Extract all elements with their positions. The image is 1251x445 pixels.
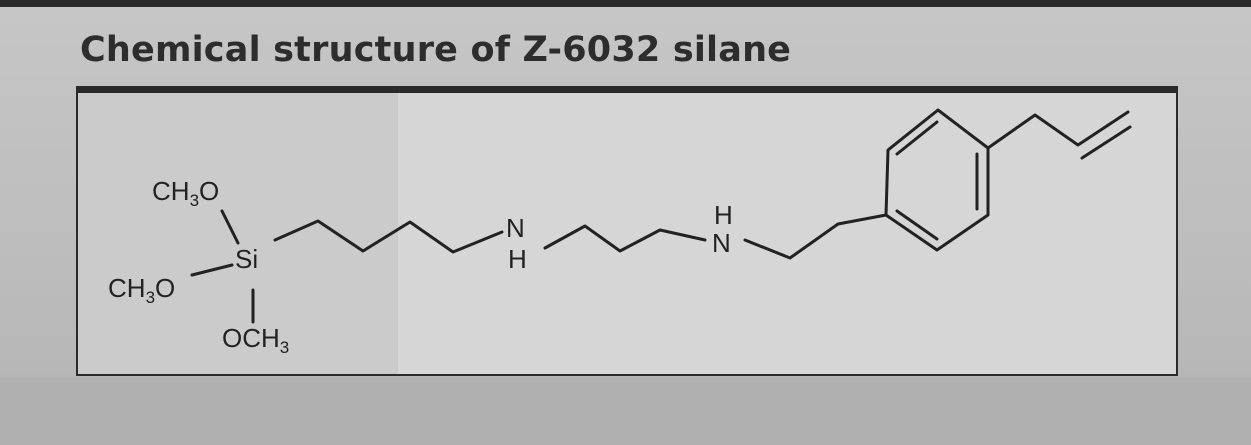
ring-double-3	[895, 209, 939, 241]
ethylene-chain	[543, 224, 707, 253]
vinyl-double	[1080, 125, 1132, 160]
ring-double-1	[895, 120, 939, 156]
benzene-ring	[884, 108, 990, 252]
figure-title: Chemical structure of Z-6032 silane	[80, 30, 792, 70]
si-atom-label: Si	[235, 244, 259, 274]
structure-frame	[76, 86, 1178, 376]
bond-o-si-top	[220, 209, 240, 245]
amine-n-2-label: N	[712, 228, 731, 258]
amine-h-1-label: H	[508, 244, 527, 274]
background-band	[0, 378, 1251, 445]
och3-label: OCH3	[222, 323, 290, 357]
ch3o-left-label: CH3O	[108, 273, 176, 307]
propyl-chain	[273, 219, 504, 254]
amine-h-2-label: H	[714, 200, 733, 230]
top-rule	[0, 0, 1251, 7]
bond-o-si-left	[190, 263, 234, 277]
ch3o-top-label: CH3O	[152, 176, 220, 210]
amine-n-1-label: N	[506, 213, 525, 243]
background-panel	[78, 93, 398, 374]
benzyl-link	[743, 213, 888, 260]
vinyl-group	[986, 110, 1130, 150]
